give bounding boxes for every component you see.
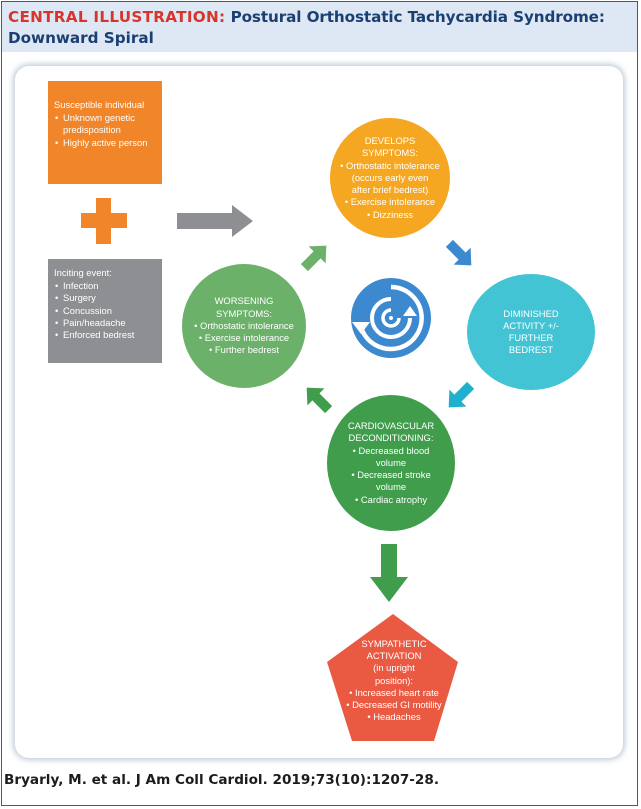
develops-line: after brief bedrest) bbox=[351, 184, 429, 196]
central-illustration-label: CENTRAL ILLUSTRATION: bbox=[8, 8, 226, 26]
figure-header: CENTRAL ILLUSTRATION: Postural Orthostat… bbox=[2, 2, 637, 52]
diminished-activity-circle: DIMINISHED ACTIVITY +/- FURTHER BEDREST bbox=[467, 274, 595, 390]
inciting-title: Inciting event: bbox=[54, 267, 112, 278]
sympathetic-pentagon bbox=[327, 614, 458, 741]
inciting-item: Pain/headache bbox=[54, 317, 156, 329]
develops-line: • Dizziness bbox=[366, 208, 413, 220]
develops-line: SYMPTOMS: bbox=[361, 147, 419, 159]
plus-icon bbox=[81, 198, 127, 244]
cardio-line: volume bbox=[375, 481, 407, 493]
worsening-line: • Exercise intolerance bbox=[198, 332, 290, 344]
arrow-cardio-to-sympathetic bbox=[370, 544, 408, 602]
worsening-line: • Orthostatic intolerance bbox=[194, 319, 294, 331]
worsening-line: SYMPTOMS: bbox=[215, 307, 273, 319]
worsening-line: • Further bedrest bbox=[209, 344, 279, 356]
cardio-line: • Cardiac atrophy bbox=[354, 493, 428, 505]
gray-right-arrow bbox=[177, 205, 253, 237]
diminished-line: DIMINISHED bbox=[503, 307, 559, 319]
susceptible-item: Highly active person bbox=[54, 137, 156, 149]
sympathetic-activation-text: SYMPATHETIC ACTIVATION (in upright posit… bbox=[325, 638, 463, 723]
citation: Bryarly, M. et al. J Am Coll Cardiol. 20… bbox=[4, 772, 440, 788]
inciting-item: Enforced bedrest bbox=[54, 329, 156, 341]
figure-title: Postural Orthostatic Tachycardia Syndrom… bbox=[230, 8, 605, 26]
inciting-list: Infection Surgery Concussion Pain/headac… bbox=[54, 280, 156, 341]
sympathetic-line: • Increased heart rate bbox=[349, 686, 439, 698]
cardiovascular-deconditioning-circle: CARDIOVASCULAR DECONDITIONING: • Decreas… bbox=[327, 395, 455, 531]
susceptible-item: Unknown genetic predisposition bbox=[54, 112, 156, 136]
cardio-line: volume bbox=[375, 456, 407, 468]
inciting-item: Infection bbox=[54, 280, 156, 292]
develops-line: DEVELOPS bbox=[364, 135, 416, 147]
inciting-event-box: Inciting event: Infection Surgery Concus… bbox=[48, 259, 162, 363]
cardio-line: • Decreased blood bbox=[352, 444, 430, 456]
diminished-line: BEDREST bbox=[508, 344, 554, 356]
arrow-develops-to-diminished bbox=[445, 239, 472, 266]
diminished-line: FURTHER bbox=[508, 332, 554, 343]
worsening-symptoms-circle: WORSENING SYMPTOMS: • Orthostatic intole… bbox=[182, 264, 306, 388]
cardio-line: DECONDITIONING: bbox=[348, 432, 434, 444]
develops-line: • Orthostatic intolerance bbox=[340, 159, 440, 171]
sympathetic-line: position): bbox=[374, 674, 414, 686]
develops-line: • Exercise intolerance bbox=[344, 196, 436, 208]
figure-title-line-2: Downward Spiral bbox=[8, 29, 154, 47]
susceptible-title: Susceptible individual bbox=[54, 99, 145, 110]
develops-symptoms-circle: DEVELOPS SYMPTOMS: • Orthostatic intoler… bbox=[330, 118, 450, 238]
sympathetic-line: • Decreased GI motility bbox=[346, 699, 442, 711]
spiral-icon bbox=[351, 278, 431, 358]
susceptible-individual-box: Susceptible individual Unknown genetic p… bbox=[48, 81, 162, 184]
worsening-line: WORSENING bbox=[214, 295, 274, 307]
sympathetic-line: • Headaches bbox=[367, 711, 421, 723]
sympathetic-line: SYMPATHETIC bbox=[361, 638, 427, 649]
arrow-cardio-to-worsening bbox=[306, 387, 333, 414]
inciting-item: Surgery bbox=[54, 292, 156, 304]
inciting-item: Concussion bbox=[54, 305, 156, 317]
figure-title-line-1: CENTRAL ILLUSTRATION: Postural Orthostat… bbox=[8, 8, 605, 26]
cardio-line: • Decreased stroke bbox=[351, 469, 431, 481]
arrow-diminished-to-cardio bbox=[448, 381, 475, 408]
diminished-line: ACTIVITY +/- bbox=[503, 319, 559, 331]
sympathetic-line: ACTIVATION bbox=[366, 650, 422, 662]
arrow-worsening-to-develops bbox=[300, 245, 327, 272]
develops-line: (occurs early even bbox=[351, 171, 429, 183]
susceptible-list: Unknown genetic predisposition Highly ac… bbox=[54, 112, 156, 149]
sympathetic-line: (in upright bbox=[373, 662, 415, 674]
cardio-line: CARDIOVASCULAR bbox=[347, 420, 435, 432]
